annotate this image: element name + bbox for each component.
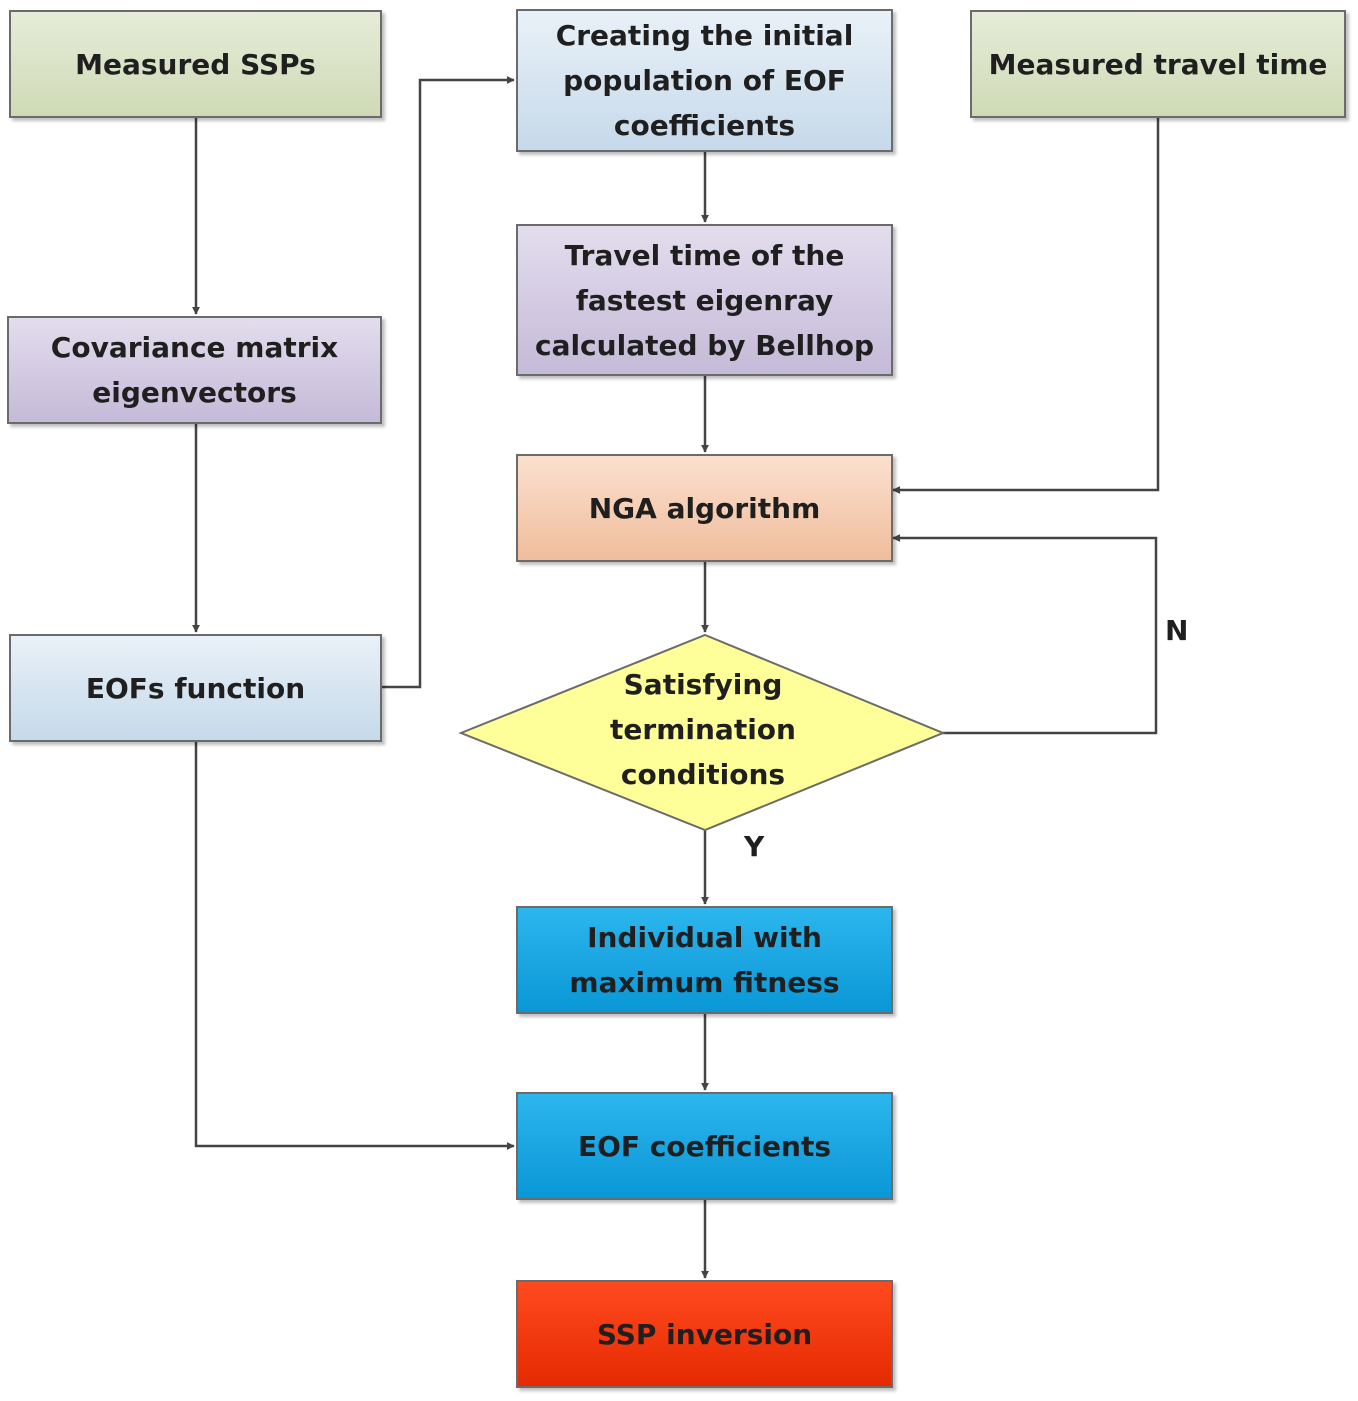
edge-label-no: N [1165,614,1189,647]
max-fitness-box: Individual with maximum fitness [516,906,893,1014]
measured-ssps-label: Measured SSPs [75,47,316,81]
measured-ssps-box: Measured SSPs [9,10,382,118]
arrow-travel-time-to-nga [892,118,1160,494]
bellhop-travel-time-box: Travel time of the fastest eigenray calc… [516,224,893,376]
edge-label-yes: Y [744,830,765,863]
nga-algorithm-box: NGA algorithm [516,454,893,562]
measured-travel-time-label: Measured travel time [988,47,1328,81]
arrow-decision-no-to-nga [892,534,1158,735]
nga-algorithm-label: NGA algorithm [588,491,821,525]
arrow-eofs-to-initial-population [382,76,515,689]
termination-label: Satisfying termination conditions [610,668,796,791]
initial-population-label: Creating the initial population of EOF c… [555,19,854,142]
decision-diamond [458,633,946,832]
arrow-eofs-to-coefficients [194,742,515,1150]
measured-travel-time-box: Measured travel time [970,10,1346,118]
eofs-function-label: EOFs function [85,671,306,705]
eof-coefficients-box: EOF coefficients [516,1092,893,1200]
ssp-inversion-label: SSP inversion [596,1317,813,1351]
covariance-label: Covariance matrix eigenvectors [50,331,339,409]
max-fitness-label: Individual with maximum fitness [569,921,840,999]
initial-population-box: Creating the initial population of EOF c… [516,9,893,152]
eof-coefficients-label: EOF coefficients [577,1129,832,1163]
bellhop-travel-time-label: Travel time of the fastest eigenray calc… [534,238,875,362]
ssp-inversion-box: SSP inversion [516,1280,893,1388]
eofs-function-box: EOFs function [9,634,382,742]
covariance-box: Covariance matrix eigenvectors [7,316,382,424]
